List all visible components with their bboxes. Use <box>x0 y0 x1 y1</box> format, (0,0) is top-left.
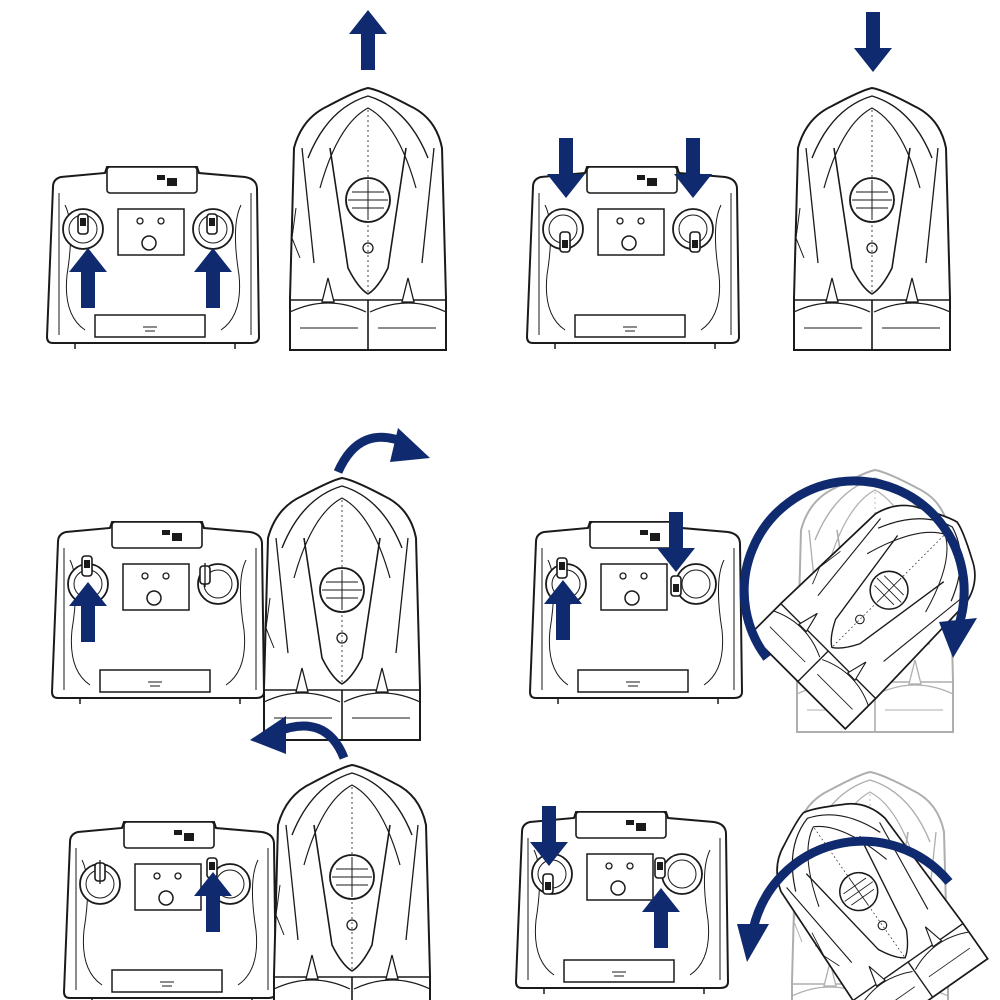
left-stick-down <box>542 873 554 895</box>
right-stick-up <box>654 857 666 879</box>
remote-controller-icon <box>63 821 277 1000</box>
boat-spin-counterclockwise-arrow-icon <box>737 836 953 962</box>
remote-controller-icon <box>526 166 740 350</box>
right-stick-down <box>689 231 701 253</box>
panel-turn-left <box>63 716 431 1000</box>
boat-spin-clockwise-arrow-icon <box>739 476 977 661</box>
remote-controller-icon <box>46 166 260 350</box>
left-stick-up <box>77 213 89 235</box>
rc-boat-icon <box>263 477 421 741</box>
rc-boat-icon <box>273 764 431 1000</box>
rc-boat-icon <box>793 87 951 351</box>
left-stick-neutral <box>94 859 106 885</box>
boat-turn-right-arrow-icon <box>333 428 430 474</box>
panel-spin-clockwise <box>529 469 1000 733</box>
panel-spin-counterclockwise <box>515 771 989 1000</box>
rc-boat-icon <box>289 87 447 351</box>
left-stick-up <box>81 555 93 577</box>
left-stick-up <box>556 557 568 579</box>
panel-forward <box>46 10 447 351</box>
left-stick-down <box>559 231 571 253</box>
boat-forward-arrow-icon <box>349 10 387 70</box>
rc-boat-icon <box>747 773 989 1000</box>
right-stick-down <box>670 575 682 597</box>
boat-backward-arrow-icon <box>854 12 892 72</box>
panel-turn-right <box>51 428 430 741</box>
right-stick-up <box>206 213 218 235</box>
boat-turn-left-arrow-icon <box>250 716 349 760</box>
right-stick-neutral <box>199 562 211 588</box>
panel-backward <box>526 12 951 351</box>
